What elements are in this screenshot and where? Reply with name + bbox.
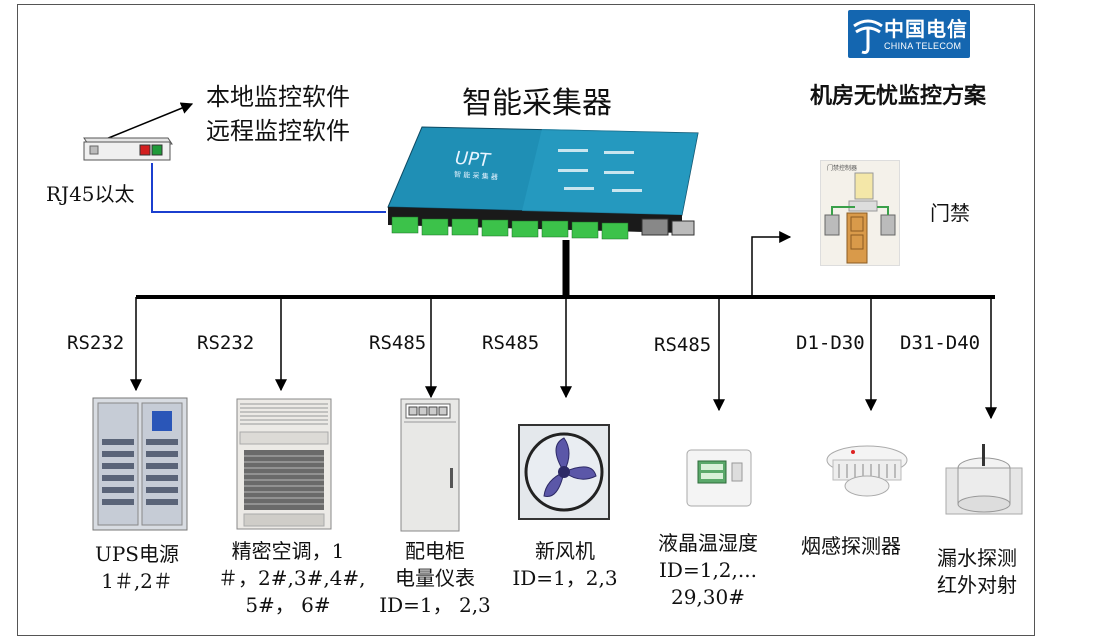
access-control-icon	[824, 172, 896, 264]
device-cabinet-line-3: ID=1， 2,3	[379, 593, 491, 617]
device-name-cabinet: 配电柜 电量仪表 ID=1， 2,3	[372, 538, 498, 619]
device-th-line-3: 29,30#	[670, 585, 745, 609]
access-branch	[751, 231, 792, 297]
ethernet-wire	[151, 163, 386, 213]
device-ups-line-2: 1＃,2＃	[101, 569, 173, 593]
device-cabinet-line-1: 配电柜	[405, 539, 465, 563]
remote-software-label: 远程监控软件	[206, 117, 350, 145]
logo-cn-text: 中国电信	[884, 17, 968, 41]
ethernet-label: RJ45以太	[46, 182, 135, 206]
solution-title: 机房无忧监控方案	[810, 83, 987, 109]
device-name-leak: 漏水探测 红外对射	[922, 545, 1032, 599]
interface-label-ac: RS232	[197, 332, 255, 354]
access-device-caption: 门禁控制器	[827, 165, 858, 172]
distribution-cabinet-picture	[400, 398, 460, 532]
thermo-hygrometer-picture	[686, 449, 752, 507]
interface-label-cabinet: RS485	[369, 332, 427, 354]
interface-label-leak: D31-D40	[900, 332, 981, 354]
diagram-frame	[17, 4, 1035, 636]
interface-label-fan: RS485	[482, 332, 540, 354]
device-name-th: 液晶温湿度 ID=1,2,... 29,30#	[640, 530, 776, 611]
fan-picture	[518, 424, 610, 520]
china-telecom-logo: 中国电信 CHINA TELECOM	[848, 10, 970, 58]
interface-label-ups: RS232	[67, 332, 125, 354]
device-leak-line-1: 漏水探测	[937, 546, 1017, 570]
leak-detector-picture	[945, 444, 1023, 515]
device-name-fan: 新风机 ID=1，2,3	[506, 538, 624, 592]
device-th-line-1: 液晶温湿度	[658, 531, 758, 555]
hub-title: 智能采集器	[462, 86, 612, 121]
smoke-detector-picture	[826, 445, 908, 497]
device-leak-line-2: 红外对射	[937, 573, 1017, 597]
device-ac-line-2: ＃，2#,3#,4#,	[218, 566, 366, 590]
device-ups-line-1: UPS电源	[94, 542, 179, 566]
hub-brand: UPT	[454, 147, 491, 172]
local-software-label: 本地监控软件	[206, 83, 350, 111]
ups-cabinet-picture	[92, 397, 188, 531]
interface-label-smoke: D1-D30	[796, 332, 865, 354]
telecom-emblem-icon	[853, 19, 883, 54]
precision-ac-picture	[236, 398, 332, 530]
device-ac-line-1: 精密空调，1	[231, 539, 345, 563]
router-icon	[83, 137, 173, 161]
logo-en-text: CHINA TELECOM	[884, 41, 962, 51]
device-ac-line-3: 5#， 6#	[245, 593, 331, 617]
device-fan-line-2: ID=1，2,3	[512, 566, 618, 590]
device-cabinet-line-2: 电量仪表	[395, 566, 475, 590]
interface-label-th: RS485	[654, 334, 712, 356]
device-fan-line-1: 新风机	[535, 539, 595, 563]
device-smoke-line-1: 烟感探测器	[801, 534, 901, 558]
device-th-line-2: ID=1,2,...	[659, 558, 757, 582]
access-label: 门禁	[930, 201, 970, 225]
software-arrow	[105, 102, 194, 140]
collector-device	[387, 126, 699, 240]
device-name-ups: UPS电源 1＃,2＃	[82, 541, 192, 595]
software-labels: 本地监控软件 远程监控软件	[206, 80, 350, 148]
device-name-smoke: 烟感探测器	[788, 533, 914, 560]
device-name-ac: 精密空调，1 ＃，2#,3#,4#, 5#， 6#	[218, 538, 366, 619]
access-control-picture: 门禁控制器	[820, 160, 900, 266]
